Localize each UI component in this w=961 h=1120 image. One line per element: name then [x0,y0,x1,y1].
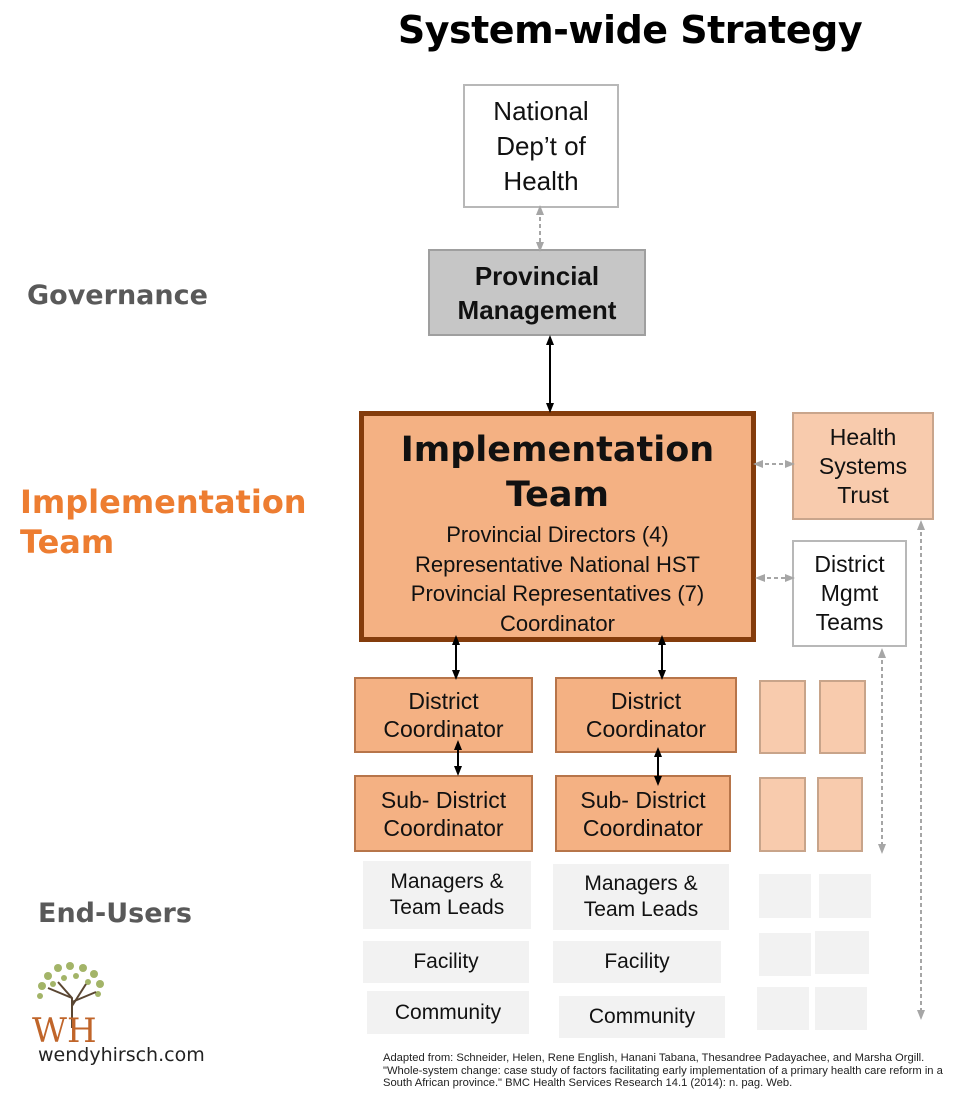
governance-label: Governance [27,280,208,311]
community-box-1: Community [367,991,529,1034]
health-systems-trust-box: Health Systems Trust [792,412,934,520]
managers-1-line-1: Managers & [390,870,504,893]
subdistrict-coordinator-box-1: Sub- District Coordinator [354,775,533,852]
managers-2-line-2: Team Leads [583,898,699,921]
community-box-2: Community [559,996,725,1038]
national-line-2: Dep’t of [496,130,586,161]
managers-team-leads-box-1: Managers & Team Leads [363,861,531,929]
citation: Adapted from: Schneider, Helen, Rene Eng… [383,1052,943,1090]
placeholder-community-box-a [757,987,809,1030]
district-coord-2-line-2: Coordinator [585,716,707,742]
national-line-1: National [493,95,589,126]
subdistrict-coordinator-box-2: Sub- District Coordinator [555,775,731,852]
hst-line-3: Trust [837,481,889,508]
impl-title-line-2: Team [505,475,610,515]
placeholder-managers-box-a [759,874,811,918]
dmt-line-3: Teams [815,609,884,635]
implementation-team-label-line-1: Implementation [20,483,307,521]
district-coord-1-line-2: Coordinator [383,716,504,742]
impl-member-coordinator: Coordinator [500,610,615,636]
subdistrict-coord-2-line-2: Coordinator [582,814,704,841]
impl-member-provincial-directors: Provincial Directors (4) [446,522,669,547]
impl-member-provincial-reps: Provincial Representatives (7) [410,581,705,606]
impl-title-line-1: Implementation [400,430,715,470]
district-coord-2-line-1: District [610,688,682,714]
implementation-team-label-line-2: Team [20,523,115,561]
facility-box-2: Facility [553,941,721,983]
facility-box-1: Facility [363,941,529,983]
impl-member-rep-national-hst: Representative National HST [415,551,700,577]
logo-initials: WH [32,1011,97,1048]
provincial-line-1: Provincial [474,260,600,291]
managers-1-line-2: Team Leads [389,896,505,919]
tree-logo: WH [32,962,104,1048]
district-mgmt-teams-box: District Mgmt Teams [792,540,907,647]
national-dept-health-box: National Dep’t of Health [463,84,619,208]
placeholder-community-box-b [815,987,867,1030]
end-users-label: End-Users [38,898,192,929]
placeholder-district-box-a [759,680,806,754]
district-coordinator-box-1: District Coordinator [354,677,533,753]
district-coord-1-line-1: District [408,688,479,714]
hst-line-1: Health [829,423,897,450]
hst-line-2: Systems [818,452,908,479]
placeholder-facility-box-a [759,933,811,976]
subdistrict-coord-1-line-2: Coordinator [383,814,504,841]
page-title: System-wide Strategy [397,8,863,52]
provincial-management-box: Provincial Management [428,249,646,336]
logo-website: wendyhirsch.com [38,1044,205,1066]
managers-2-line-1: Managers & [584,872,698,895]
district-coordinator-box-2: District Coordinator [555,677,737,753]
implementation-team-box: Implementation Team Provincial Directors… [359,411,756,642]
subdistrict-coord-2-line-1: Sub- District [580,786,706,813]
provincial-line-2: Management [457,294,617,325]
placeholder-facility-box-b [815,931,869,974]
placeholder-subdistrict-box-b [817,777,863,852]
national-line-3: Health [503,165,579,196]
placeholder-district-box-b [819,680,866,754]
dmt-line-2: Mgmt [820,580,879,606]
dmt-line-1: District [814,551,885,577]
implementation-team-label: Implementation Team [20,482,307,562]
placeholder-subdistrict-box-a [759,777,806,852]
managers-team-leads-box-2: Managers & Team Leads [553,864,729,930]
subdistrict-coord-1-line-1: Sub- District [380,786,507,813]
placeholder-managers-box-b [819,874,871,918]
